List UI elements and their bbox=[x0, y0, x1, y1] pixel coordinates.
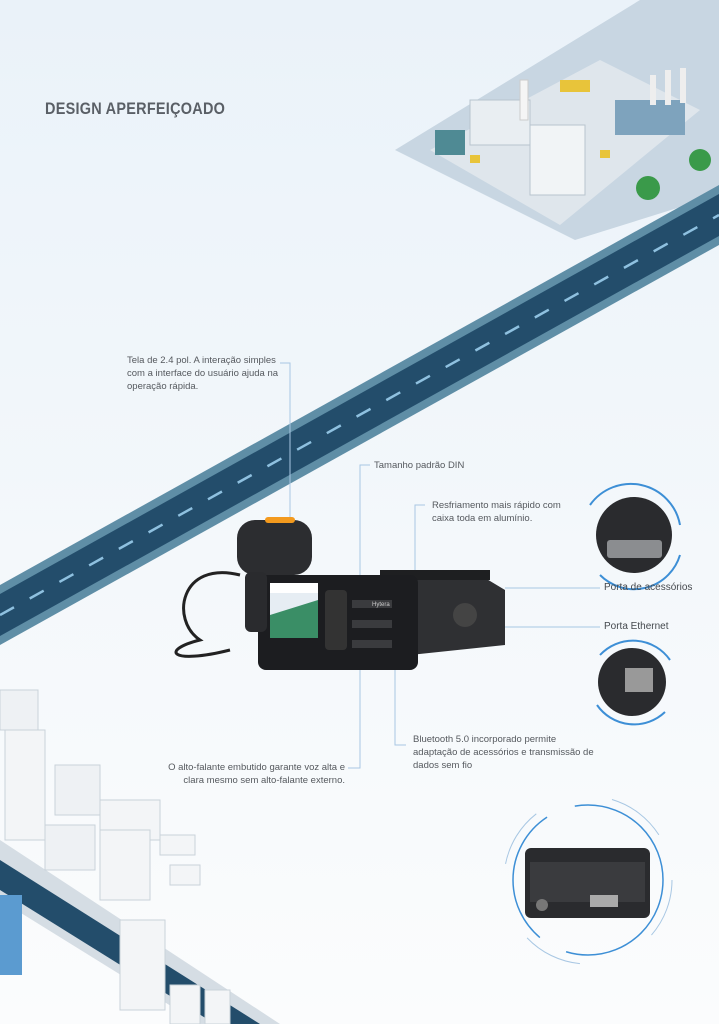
device-brand: Hytera bbox=[372, 602, 390, 608]
accessory-port-label: Porta de acessórios bbox=[604, 582, 693, 593]
callout-bluetooth: Bluetooth 5.0 incorporado permite adapta… bbox=[413, 734, 594, 771]
callout-speaker: O alto-falante embutido garante voz alta… bbox=[168, 762, 345, 786]
rear-panel-image bbox=[503, 795, 673, 965]
callout-din: Tamanho padrão DIN bbox=[374, 460, 465, 471]
city-buildings bbox=[0, 689, 280, 1024]
microphone bbox=[174, 517, 312, 658]
ethernet-port-image bbox=[596, 639, 671, 726]
callout-lines bbox=[280, 362, 600, 769]
ethernet-port-label: Porta Ethernet bbox=[604, 621, 669, 632]
callout-cooling: Resfriamento mais rápido com caixa toda … bbox=[432, 500, 561, 524]
factory-buildings bbox=[435, 68, 711, 200]
accessory-port-image bbox=[589, 482, 681, 591]
callout-screen: Tela de 2.4 pol. A interação simples com… bbox=[127, 355, 279, 392]
radio-device bbox=[245, 570, 505, 670]
page-title: DESIGN APERFEIÇOADO bbox=[45, 99, 226, 118]
